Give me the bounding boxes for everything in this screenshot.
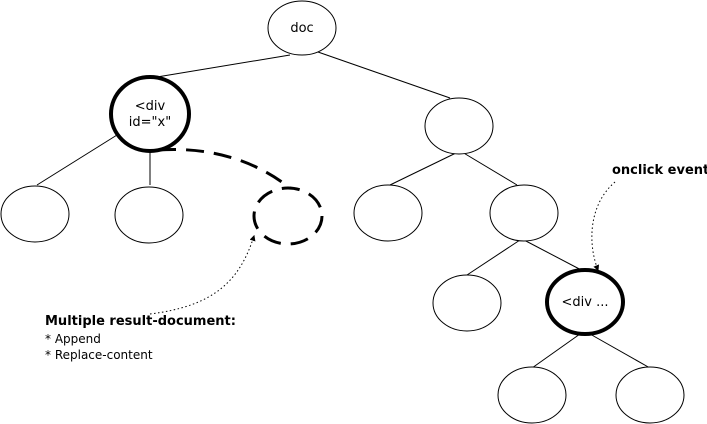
- edge-doc-divx: [156, 54, 291, 78]
- node-doc: [267, 0, 337, 56]
- node-right: [424, 97, 494, 155]
- edge-divx-leaf1: [36, 134, 118, 186]
- multiple-result-title: Multiple result-document:: [45, 314, 236, 329]
- edge-mid-divonclick: [523, 239, 588, 274]
- node-div-x-label-line1: <div: [135, 99, 166, 114]
- node-div-onclick-label: <div ...: [562, 295, 609, 310]
- dashed-edge-to-result: [157, 148, 291, 190]
- edge-doc-right: [317, 51, 451, 99]
- onclick-arrow: [591, 181, 616, 272]
- node-mid-leaf: [432, 274, 502, 332]
- edge-divonclick-leaf1: [531, 333, 581, 369]
- edge-divonclick-leaf2: [589, 333, 651, 369]
- node-leaf-2: [114, 186, 184, 244]
- node-div-onclick[interactable]: [545, 268, 625, 336]
- node-bottom-leaf-1: [497, 366, 567, 424]
- edge-mid-leaf: [466, 239, 521, 276]
- node-leaf-1: [0, 185, 70, 243]
- multiple-result-item-append: * Append: [45, 332, 101, 346]
- edge-right-left: [389, 151, 459, 186]
- node-doc-label: doc: [290, 21, 313, 36]
- result-arrow: [149, 234, 256, 315]
- edge-right-mid: [461, 151, 518, 186]
- node-div-x-label-line2: id="x": [129, 115, 171, 130]
- node-div-x[interactable]: [109, 75, 191, 153]
- node-result-placeholder: [252, 186, 324, 246]
- onclick-event-label: onclick event: [612, 163, 707, 178]
- multiple-result-item-replace: * Replace-content: [45, 348, 153, 362]
- node-right-mid: [489, 184, 559, 242]
- node-right-left: [353, 184, 423, 242]
- node-bottom-leaf-2: [615, 366, 685, 424]
